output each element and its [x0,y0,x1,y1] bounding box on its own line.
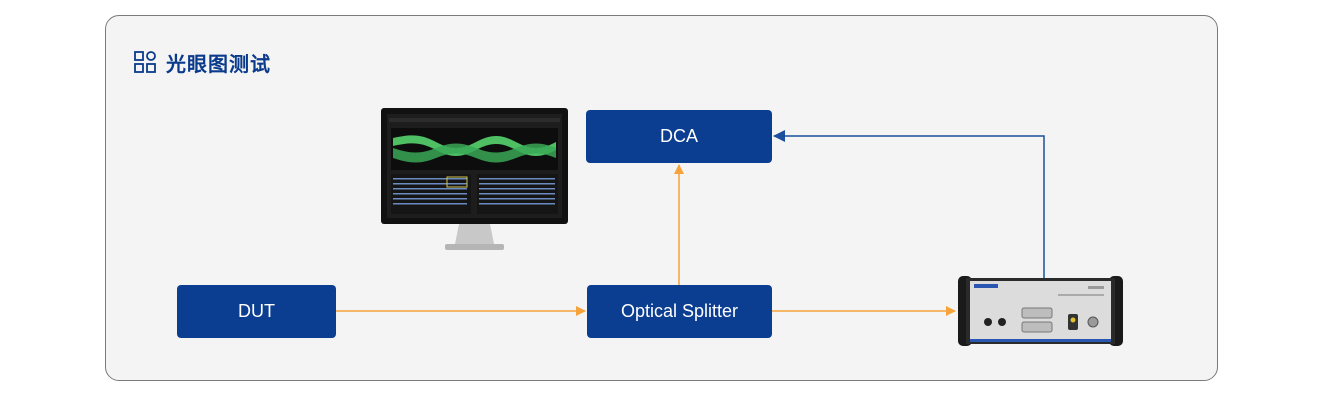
dut-label: DUT [238,301,275,321]
dca-label: DCA [659,126,698,146]
dca-node: DCA [586,110,772,163]
monitor-icon [381,108,568,250]
arrow-instrument-to-dca [773,130,1045,278]
page-title: 光眼图测试 [166,51,271,76]
splitter-label: Optical Splitter [620,301,739,321]
panel-header: 光眼图测试 [134,48,271,76]
optical-instrument-icon [958,276,1123,346]
optical-splitter-node: Optical Splitter [587,285,772,338]
grid-icon [134,51,156,73]
dut-node: DUT [177,285,336,338]
